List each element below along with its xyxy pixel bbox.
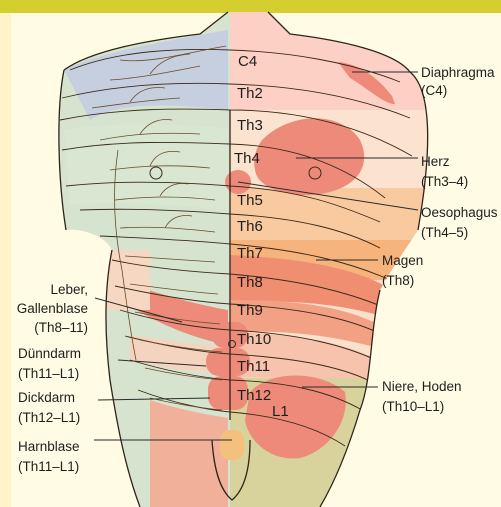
niere-segment: (Th10–L1) — [382, 399, 444, 414]
segment-label: Th12 — [237, 387, 271, 404]
duenndarm-segment: (Th11–L1) — [18, 366, 79, 381]
magen-label: Magen — [382, 253, 423, 268]
segment-label: Th7 — [237, 245, 263, 262]
leber-segment: (Th8–11) — [34, 320, 88, 335]
dickdarm-segment: (Th12–L1) — [18, 410, 80, 425]
segment-label: Th3 — [237, 117, 263, 134]
diaphragma-segment: (C4) — [421, 83, 447, 98]
harnblase-segment: (Th11–L1) — [18, 459, 79, 474]
segment-label: Th11 — [237, 358, 270, 375]
segment-label: C4 — [238, 53, 257, 70]
segment-label: Th9 — [237, 302, 263, 319]
gallenblase-label: Gallenblase — [17, 301, 88, 316]
herz-label: Herz — [421, 154, 450, 169]
duenndarm-label: Dünndarm — [18, 346, 81, 361]
niere-label: Niere, Hoden — [382, 379, 462, 394]
segment-label: Th4 — [234, 150, 260, 167]
oesophagus-segment: (Th4–5) — [421, 225, 468, 240]
segment-label: Th10 — [237, 331, 271, 348]
segment-label: Th8 — [237, 274, 263, 291]
left-labels: Leber, Gallenblase (Th8–11) Dünndarm (Th… — [17, 282, 88, 474]
harnblase-label: Harnblase — [18, 439, 80, 454]
dickdarm-label: Dickdarm — [18, 390, 75, 405]
segment-label: Th6 — [237, 218, 263, 235]
herz-segment: (Th3–4) — [421, 174, 468, 189]
oesophagus-label: Oesophagus — [421, 205, 498, 220]
segment-label: Th5 — [237, 192, 263, 209]
segment-label: L1 — [272, 403, 289, 420]
diaphragma-label: Diaphragma — [421, 65, 495, 80]
leber-label: Leber, — [50, 282, 88, 297]
segment-label: Th2 — [237, 85, 263, 102]
magen-segment: (Th8) — [382, 273, 414, 288]
